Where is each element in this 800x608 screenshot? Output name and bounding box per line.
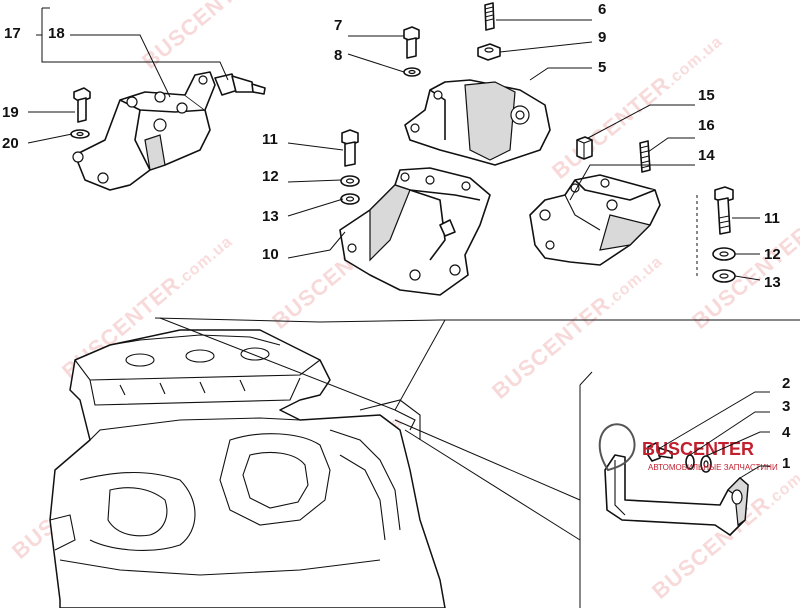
logo-sub-text: АВТОМОБИЛЬНЫЕ ЗАПЧАСТИНИ — [648, 463, 778, 472]
callout-2: 2 — [782, 375, 790, 392]
watermark-text: BUSCENTER.com.ua — [487, 248, 667, 404]
callout-15: 15 — [698, 87, 715, 104]
callout-17: 17 — [4, 25, 21, 42]
callout-labels: 17 18 19 20 7 8 6 9 5 15 16 14 11 12 13 … — [2, 1, 791, 472]
callout-14: 14 — [698, 147, 715, 164]
buscenter-logo: BUSCENTER АВТОМОБИЛЬНЫЕ ЗАПЧАСТИНИ — [598, 423, 778, 472]
part-15-spacer — [576, 136, 593, 160]
callout-1: 1 — [782, 455, 790, 472]
part-1-torque-rod — [604, 454, 749, 536]
part-11-bolt-middle — [341, 129, 359, 167]
detail-frame — [579, 371, 593, 608]
part-20-washer — [70, 129, 90, 139]
callout-7: 7 — [334, 17, 342, 34]
part-10-mount — [339, 167, 491, 296]
leader-wedge — [154, 317, 800, 541]
part-12-lock-washer-right — [712, 247, 736, 261]
part-9-nut — [477, 43, 501, 61]
part-5-engine-mount — [404, 79, 551, 166]
logo-main-text: BUSCENTER — [642, 439, 754, 459]
part-13-washer-middle — [340, 193, 360, 205]
callout-3: 3 — [782, 398, 790, 415]
callout-9: 9 — [598, 29, 606, 46]
callout-18: 18 — [48, 25, 65, 42]
callout-8: 8 — [334, 47, 342, 64]
leader-lines — [27, 7, 770, 479]
callout-13-right: 13 — [764, 274, 781, 291]
callout-4: 4 — [782, 424, 791, 441]
callout-13-middle: 13 — [262, 208, 279, 225]
part-17-sensor — [214, 73, 266, 96]
callout-12-right: 12 — [764, 246, 781, 263]
part-12-lock-washer-middle — [340, 175, 360, 187]
callout-11-right: 11 — [764, 210, 780, 227]
part-2-bolt — [647, 442, 673, 462]
part-13-washer-right — [712, 269, 736, 283]
callout-19: 19 — [2, 104, 19, 121]
callout-12-middle: 12 — [262, 168, 279, 185]
callout-16: 16 — [698, 117, 715, 134]
engine-block — [49, 329, 446, 608]
part-8-washer — [403, 67, 421, 77]
part-11-bolt-right — [714, 186, 734, 235]
watermark-text: BUSCENTER.com.ua — [137, 0, 317, 74]
callout-10: 10 — [262, 246, 279, 263]
part-16-stud — [639, 140, 651, 173]
callout-20: 20 — [2, 135, 19, 152]
callout-5: 5 — [598, 59, 606, 76]
callout-6: 6 — [598, 1, 606, 18]
callout-11-middle: 11 — [262, 131, 278, 148]
part-7-bolt — [403, 26, 420, 59]
part-6-stud — [484, 2, 495, 31]
part-14-mount — [529, 174, 661, 266]
part-18-bracket — [72, 71, 216, 191]
part-19-bolt — [73, 87, 91, 123]
